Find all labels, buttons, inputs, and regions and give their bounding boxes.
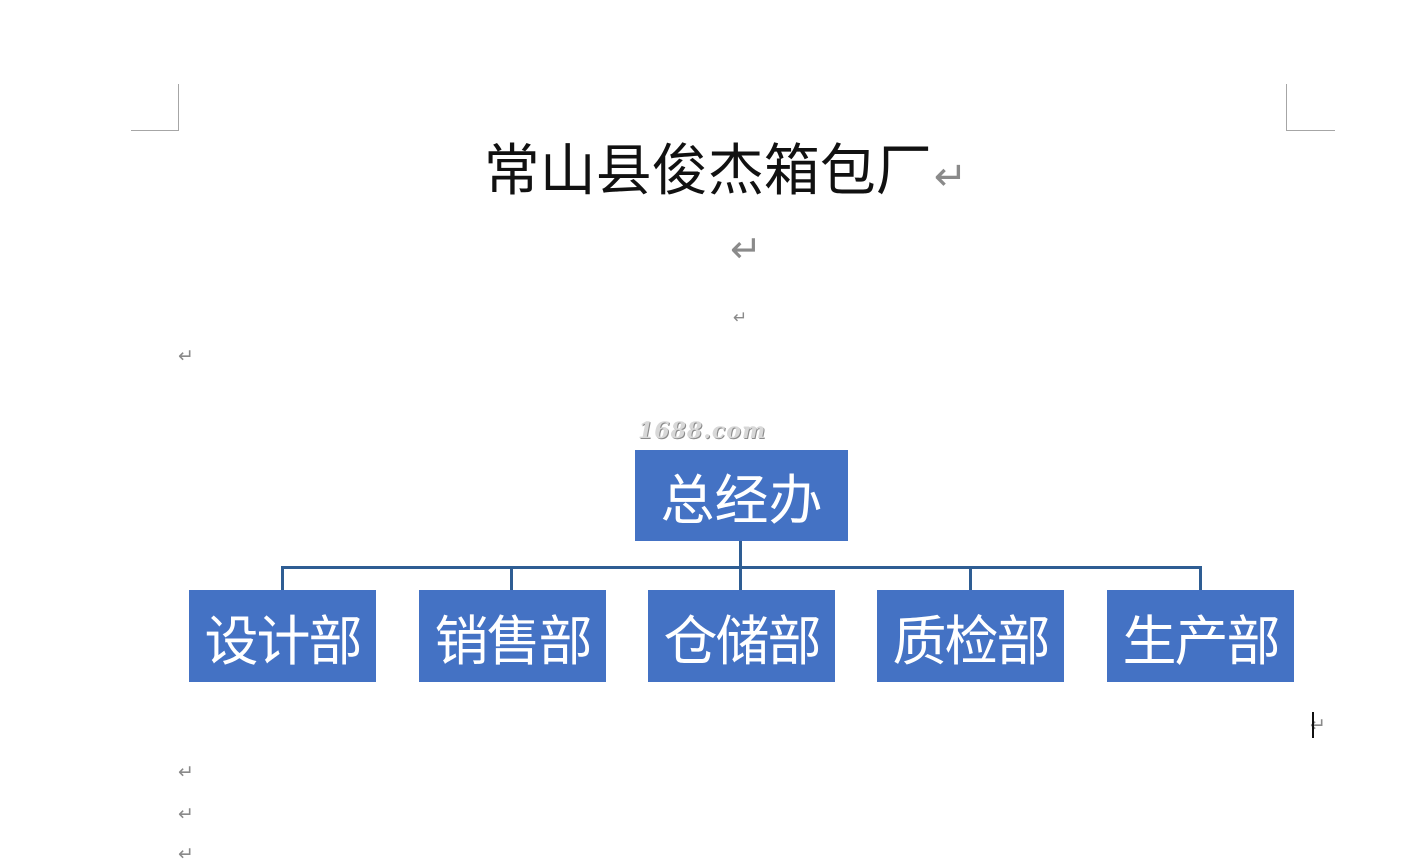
org-node-label: 销售部 — [434, 609, 593, 673]
paragraph-mark-icon: ↵ — [933, 154, 968, 200]
paragraph-mark-icon: ↵ — [733, 308, 748, 328]
org-node-production[interactable]: 生产部 — [1107, 590, 1294, 682]
connector-root-stem — [739, 541, 742, 569]
connector-child-stem — [969, 566, 972, 590]
org-node-label: 生产部 — [1122, 609, 1281, 673]
org-node-label: 设计部 — [204, 609, 363, 673]
org-node-design[interactable]: 设计部 — [189, 590, 376, 682]
watermark-logo: 1688.com — [638, 418, 767, 444]
page-corner-mark-top-left — [131, 84, 179, 131]
title-text: 常山县俊杰箱包厂 — [483, 139, 932, 204]
document-title[interactable]: 常山县俊杰箱包厂↵ — [0, 136, 1413, 208]
org-node-quality[interactable]: 质检部 — [877, 590, 1064, 682]
paragraph-mark-icon: ↵ — [178, 843, 194, 865]
org-node-label: 总经办 — [660, 469, 823, 532]
connector-child-stem — [1199, 566, 1202, 590]
paragraph-mark-icon: ↵ — [178, 761, 194, 783]
page-corner-mark-top-right — [1286, 84, 1335, 131]
connector-child-stem — [510, 566, 513, 590]
org-node-sales[interactable]: 销售部 — [419, 590, 606, 682]
paragraph-mark-icon: ↵ — [178, 345, 194, 367]
connector-child-stem — [281, 566, 284, 590]
text-cursor — [1312, 712, 1314, 738]
org-node-root[interactable]: 总经办 — [635, 450, 848, 541]
paragraph-mark-icon: ↵ — [730, 227, 762, 271]
paragraph-mark-icon: ↵ — [178, 803, 194, 825]
org-node-warehouse[interactable]: 仓储部 — [648, 590, 835, 682]
org-node-label: 仓储部 — [663, 609, 822, 673]
connector-child-stem — [739, 566, 742, 590]
org-node-label: 质检部 — [892, 609, 1051, 673]
